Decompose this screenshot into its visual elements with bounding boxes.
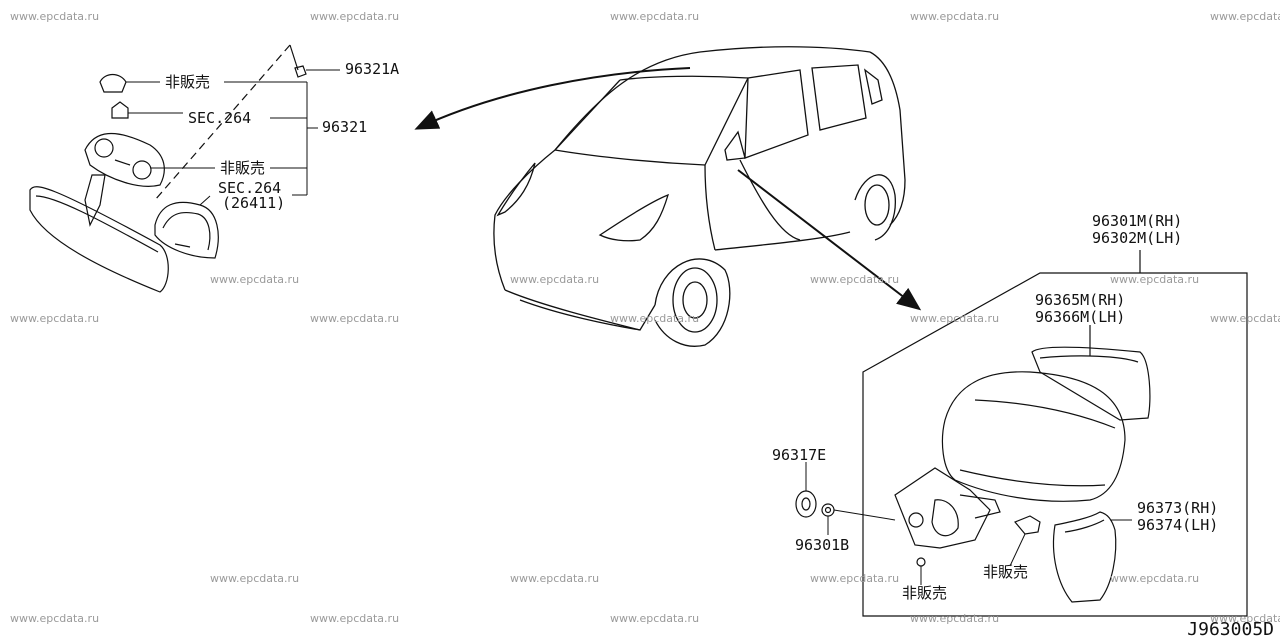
part-label-96317E[interactable]: 96317E [772, 446, 827, 464]
watermark: www.epcdata.ru [910, 612, 1000, 625]
watermark: www.epcdata.ru [310, 612, 400, 625]
watermark: www.epcdata.ru [810, 273, 900, 286]
arrow-to-rearview-mirror [414, 67, 691, 130]
watermark: www.epcdata.ru [10, 10, 100, 23]
watermark: www.epcdata.ru [510, 572, 600, 585]
watermark: www.epcdata.ru [510, 273, 600, 286]
watermark: www.epcdata.ru [310, 10, 400, 23]
part-label-96302M[interactable]: 96302M(LH) [1092, 229, 1183, 247]
inside-mirror-group [29, 44, 307, 293]
part-label-96365M[interactable]: 96365M(RH) [1035, 291, 1126, 309]
part-label-sec264[interactable]: SEC.264 [188, 109, 252, 127]
part-label-26411[interactable]: (26411) [222, 194, 286, 212]
watermark: www.epcdata.ru [610, 10, 700, 23]
part-label-sec264[interactable]: SEC.264 [218, 179, 282, 197]
label-not-for-sale: 非販売 [902, 584, 948, 602]
watermark: www.epcdata.ru [610, 612, 700, 625]
watermark: www.epcdata.ru [1210, 612, 1280, 625]
watermark: www.epcdata.ru [1110, 273, 1200, 286]
watermark: www.epcdata.ru [10, 612, 100, 625]
watermark: www.epcdata.ru [210, 273, 300, 286]
watermark: www.epcdata.ru [1210, 312, 1280, 325]
watermark: www.epcdata.ru [210, 572, 300, 585]
watermark: www.epcdata.ru [310, 312, 400, 325]
left-leader-lines [126, 69, 340, 206]
label-not-for-sale: 非販売 [220, 159, 266, 177]
part-label-96321A[interactable]: 96321A [345, 60, 400, 78]
diagram-code: J963005D [1187, 619, 1274, 640]
part-label-96373[interactable]: 96373(RH) [1137, 499, 1219, 517]
part-label-96374[interactable]: 96374(LH) [1137, 516, 1219, 534]
watermark: www.epcdata.ru [810, 572, 900, 585]
right-leader-lines [805, 462, 1132, 585]
watermark: www.epcdata.ru [910, 312, 1000, 325]
watermark: www.epcdata.ru [1210, 10, 1280, 23]
watermark: www.epcdata.ru [1110, 572, 1200, 585]
part-label-96301M[interactable]: 96301M(RH) [1092, 212, 1183, 230]
door-mirror-box [795, 250, 1248, 617]
watermark: www.epcdata.ru [910, 10, 1000, 23]
watermark: www.epcdata.ru [10, 312, 100, 325]
label-not-for-sale: 非販売 [165, 73, 211, 91]
part-label-96301B[interactable]: 96301B [795, 536, 850, 554]
arrow-to-door-mirror [737, 169, 922, 311]
watermark: www.epcdata.ru [610, 312, 700, 325]
car-outline [493, 46, 906, 347]
part-label-96366M[interactable]: 96366M(LH) [1035, 308, 1126, 326]
label-not-for-sale: 非販売 [983, 563, 1029, 581]
part-label-96321[interactable]: 96321 [322, 118, 368, 136]
